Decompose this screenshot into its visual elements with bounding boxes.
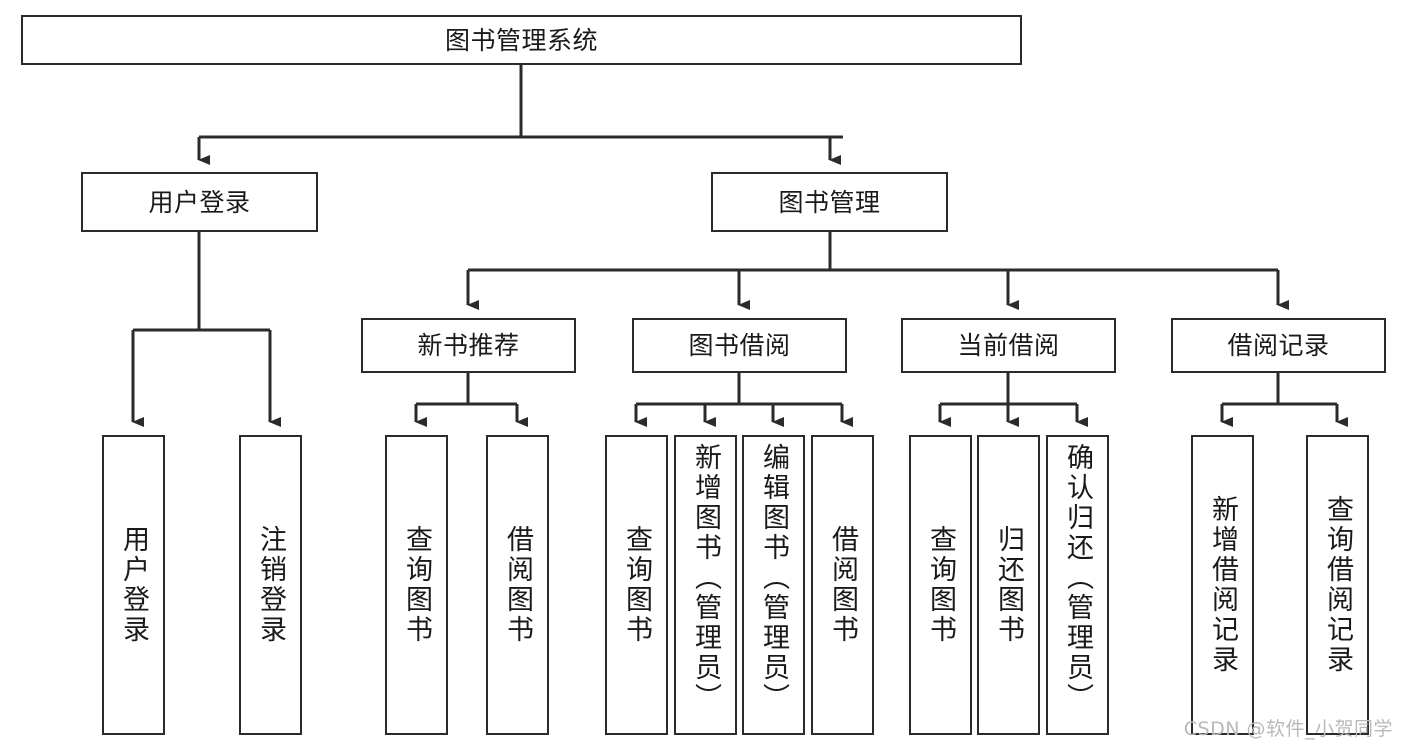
leaf-current-query-book-label: 查询图书 — [925, 525, 956, 645]
leaf-user-login-login[interactable]: 用户登录 — [102, 435, 165, 735]
node-current-borrow[interactable]: 当前借阅 — [901, 318, 1116, 373]
node-current-borrow-label: 当前借阅 — [957, 331, 1060, 360]
leaf-borrow-edit-book-admin-label: 编辑图书（管理员） — [758, 443, 789, 713]
leaf-recommend-borrow-book-label: 借阅图书 — [502, 525, 533, 645]
leaf-current-confirm-return-admin[interactable]: 确认归还（管理员） — [1046, 435, 1109, 735]
leaf-borrow-edit-book-admin[interactable]: 编辑图书（管理员） — [742, 435, 805, 735]
node-book-borrow[interactable]: 图书借阅 — [632, 318, 847, 373]
leaf-current-query-book[interactable]: 查询图书 — [909, 435, 972, 735]
leaf-borrow-query-book[interactable]: 查询图书 — [605, 435, 668, 735]
node-root-label: 图书管理系统 — [444, 25, 598, 55]
leaf-record-query-record-label: 查询借阅记录 — [1322, 495, 1353, 675]
leaf-borrow-borrow-book[interactable]: 借阅图书 — [811, 435, 874, 735]
leaf-current-confirm-return-admin-label: 确认归还（管理员） — [1062, 443, 1093, 713]
node-root[interactable]: 图书管理系统 — [21, 15, 1022, 65]
node-borrow-record-label: 借阅记录 — [1227, 331, 1330, 360]
leaf-borrow-borrow-book-label: 借阅图书 — [827, 525, 858, 645]
leaf-recommend-query-book[interactable]: 查询图书 — [385, 435, 448, 735]
leaf-borrow-query-book-label: 查询图书 — [621, 525, 652, 645]
leaf-current-return-book[interactable]: 归还图书 — [977, 435, 1040, 735]
node-user-login-label: 用户登录 — [148, 187, 251, 217]
leaf-user-login-logout[interactable]: 注销登录 — [239, 435, 302, 735]
leaf-record-add-record[interactable]: 新增借阅记录 — [1191, 435, 1254, 735]
node-user-login[interactable]: 用户登录 — [81, 172, 318, 232]
leaf-record-query-record[interactable]: 查询借阅记录 — [1306, 435, 1369, 735]
node-borrow-record[interactable]: 借阅记录 — [1171, 318, 1386, 373]
leaf-user-login-logout-label: 注销登录 — [255, 525, 286, 645]
leaf-record-add-record-label: 新增借阅记录 — [1207, 495, 1238, 675]
leaf-user-login-login-label: 用户登录 — [118, 525, 149, 645]
leaf-recommend-borrow-book[interactable]: 借阅图书 — [486, 435, 549, 735]
leaf-borrow-add-book-admin[interactable]: 新增图书（管理员） — [674, 435, 737, 735]
leaf-current-return-book-label: 归还图书 — [993, 525, 1024, 645]
node-book-management-label: 图书管理 — [778, 187, 881, 217]
leaf-recommend-query-book-label: 查询图书 — [401, 525, 432, 645]
node-new-book-recommend-label: 新书推荐 — [417, 331, 520, 360]
node-new-book-recommend[interactable]: 新书推荐 — [361, 318, 576, 373]
leaf-borrow-add-book-admin-label: 新增图书（管理员） — [690, 443, 721, 713]
csdn-watermark: CSDN @软件_小贺同学 — [1183, 718, 1393, 740]
node-book-management[interactable]: 图书管理 — [711, 172, 948, 232]
node-book-borrow-label: 图书借阅 — [688, 331, 791, 360]
